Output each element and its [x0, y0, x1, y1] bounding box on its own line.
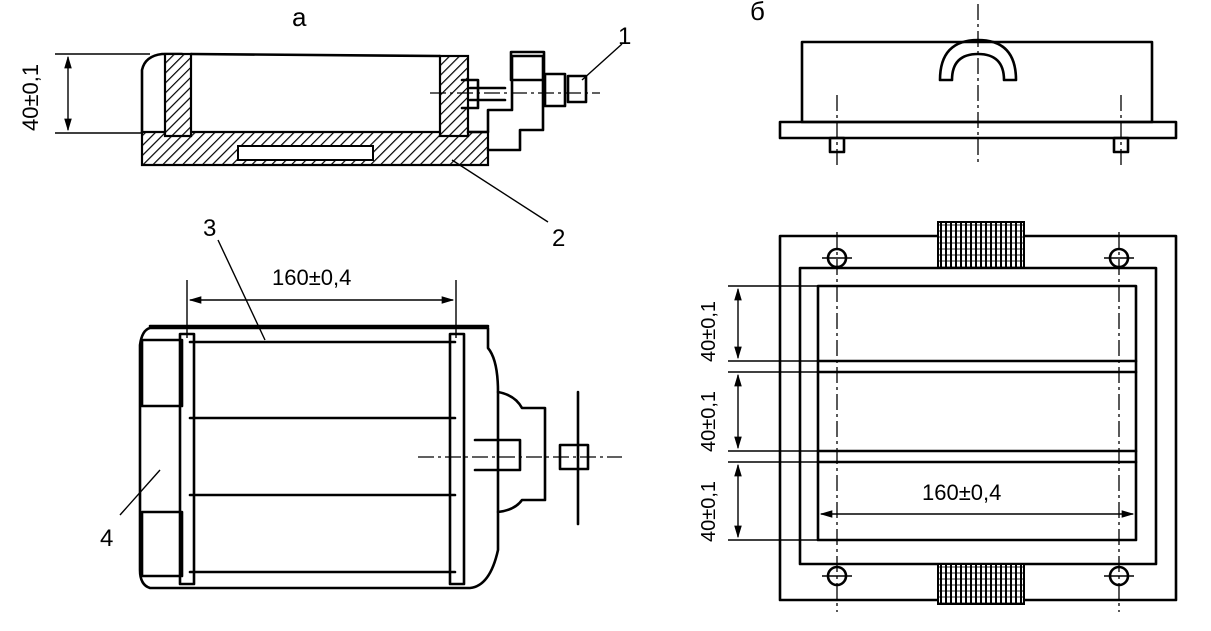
dim-b-width: 160±0,4 [922, 480, 1001, 505]
view-a-plan: 160±0,4 3 4 [100, 215, 622, 590]
dim-b-row3: 40±0,1 [698, 481, 720, 542]
callout-4: 4 [100, 525, 113, 552]
callout-2: 2 [552, 225, 565, 252]
view-b-side: б [750, 0, 1178, 165]
view-b-plan: 40±0,1 40±0,1 40±0,1 160±0,4 [698, 221, 1178, 612]
view-label-a: а [292, 2, 307, 32]
view-label-b: б [750, 0, 765, 26]
dim-b-row1: 40±0,1 [698, 301, 720, 362]
callout-1: 1 [618, 23, 631, 50]
dim-a-height: 40±0,1 [18, 64, 43, 131]
dim-a-width: 160±0,4 [272, 265, 351, 290]
callout-3: 3 [203, 215, 216, 242]
dim-b-row2: 40±0,1 [698, 391, 720, 452]
view-a-section: 40±0,1 а 1 2 [18, 2, 631, 252]
